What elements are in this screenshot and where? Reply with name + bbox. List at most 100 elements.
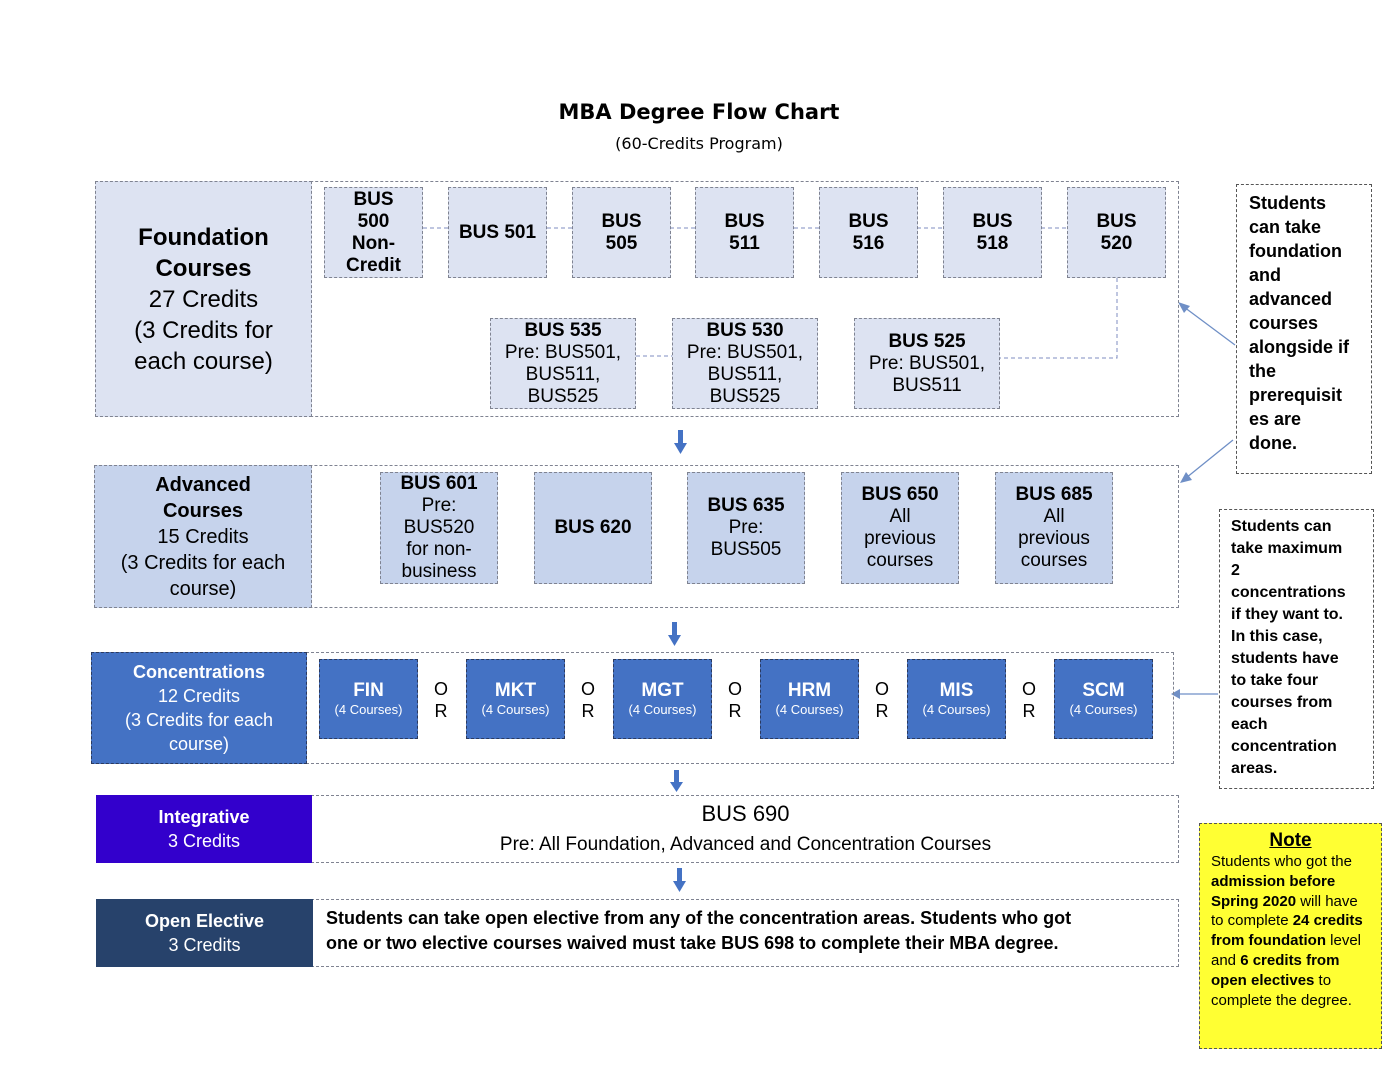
foundation-label-line: each course) [134, 347, 273, 375]
course-code: BUS 525 [888, 330, 966, 352]
course-code: BUS [972, 210, 1013, 232]
elective-text-line: one or two elective courses waived must … [326, 933, 1059, 953]
advanced-course-box[interactable]: BUS 620 [534, 472, 652, 584]
course-prerequisite: BUS505 [710, 539, 782, 560]
course-prerequisite: Pre: BUS501, [686, 341, 804, 363]
side-note-line: concentration [1231, 738, 1337, 755]
course-code: Non- [351, 232, 396, 254]
concentration-box[interactable]: MGT(4 Courses) [613, 659, 712, 739]
side-note-line: es are [1249, 409, 1302, 429]
elective-text-line: Students can take open elective from any… [326, 908, 1072, 928]
course-prerequisite: BUS511 [892, 374, 962, 396]
note-text-segment: will have to complete [1211, 892, 1358, 930]
side-note-line: Students can [1231, 518, 1332, 535]
course-code: BUS 601 [400, 473, 478, 494]
foundation-label-line: 27 Credits [148, 285, 259, 313]
foundation-label-line: Courses [155, 254, 252, 282]
side-note-line: Students [1249, 193, 1327, 213]
concentration-course-count: (4 Courses) [1069, 702, 1138, 717]
course-code: BUS [1096, 210, 1137, 232]
integrative-label-line: Integrative [158, 807, 250, 827]
concentration-course-count: (4 Courses) [334, 702, 403, 717]
course-code: 505 [605, 232, 638, 254]
concentration-box[interactable]: MIS(4 Courses) [907, 659, 1006, 739]
concentration-code: MIS [939, 680, 974, 701]
course-code: 511 [729, 232, 760, 254]
foundation-label-line: Foundation [138, 223, 269, 251]
concentration-box[interactable]: FIN(4 Courses) [319, 659, 418, 739]
course-code: BUS 635 [707, 495, 785, 516]
concentrations-label-line: Concentrations [132, 662, 265, 682]
down-arrow-shaft [672, 622, 677, 636]
course-code: 516 [852, 232, 885, 254]
page-title: MBA Degree Flow Chart [558, 100, 840, 124]
advanced-label-line: (3 Credits for each [120, 551, 286, 574]
down-arrow-shaft [674, 770, 679, 783]
course-code: BUS 530 [706, 319, 784, 341]
side-note-line: can take [1249, 217, 1322, 237]
course-prerequisite: BUS520 [403, 517, 475, 538]
concentration-course-count: (4 Courses) [628, 702, 697, 717]
course-prerequisite: Pre: BUS501, [868, 352, 986, 374]
or-letter: R [581, 701, 595, 721]
side-note-line: if they want to. [1231, 606, 1343, 623]
down-arrow-shaft [677, 868, 682, 882]
course-prerequisite: previous [864, 528, 936, 549]
side-note-line: areas. [1231, 760, 1278, 777]
or-letter: O [580, 679, 595, 699]
course-code: BUS 535 [524, 319, 602, 341]
concentration-course-count: (4 Courses) [922, 702, 991, 717]
course-prerequisite: Pre: [421, 495, 457, 516]
side-note-line: courses [1249, 313, 1319, 333]
note-text-segment: 24 credits from foundation [1211, 912, 1363, 950]
or-letter: O [874, 679, 889, 699]
side-note-line: alongside if [1249, 337, 1350, 357]
concentrations-label-line: 12 Credits [157, 686, 241, 706]
note-text-segment: to complete the degree. [1211, 971, 1352, 1009]
foundation-course-box[interactable]: BUS 501 [448, 187, 547, 278]
side-note-line: done. [1249, 433, 1297, 453]
course-prerequisite: BUS511, [525, 363, 601, 385]
page-subtitle: (60-Credits Program) [615, 134, 783, 153]
yellow-note: Note Students who got the admission befo… [1199, 823, 1382, 1049]
course-prerequisite: All [1043, 506, 1065, 527]
course-prerequisite: Pre: [728, 517, 764, 538]
concentration-box[interactable]: SCM(4 Courses) [1054, 659, 1153, 739]
concentration-course-count: (4 Courses) [481, 702, 550, 717]
pointer-arrowhead [1180, 472, 1192, 483]
advanced-label-line: Courses [162, 499, 244, 522]
side-note-line: students have [1231, 650, 1339, 667]
side-note-line: courses from [1231, 694, 1333, 711]
down-arrow-head [668, 635, 681, 646]
elective-description: Students can take open elective from any… [326, 906, 1176, 956]
side-note-line: foundation [1249, 241, 1342, 261]
concentration-course-count: (4 Courses) [775, 702, 844, 717]
course-prerequisite: previous [1018, 528, 1090, 549]
integrative-course: BUS 690 [701, 801, 790, 826]
course-code: BUS [353, 188, 394, 210]
side-note-line: take maximum [1231, 540, 1343, 557]
concentration-box[interactable]: HRM(4 Courses) [760, 659, 859, 739]
or-letter: R [728, 701, 742, 721]
concentration-box[interactable]: MKT(4 Courses) [466, 659, 565, 739]
elective-label-line: Open Elective [144, 911, 265, 931]
pointer-line [1185, 439, 1234, 479]
course-prerequisite: All [889, 506, 911, 527]
